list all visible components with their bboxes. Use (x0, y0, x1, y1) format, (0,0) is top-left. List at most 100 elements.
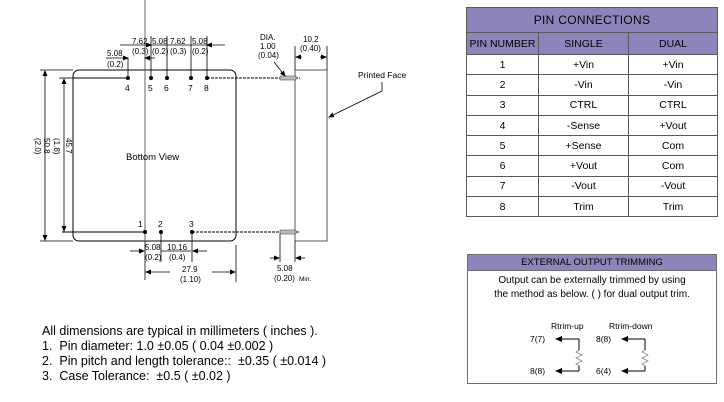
table-cell: -Vin (538, 74, 629, 96)
column-header: PIN NUMBER (466, 32, 539, 55)
view-label: Bottom View (126, 152, 179, 163)
table-cell: Trim (628, 196, 718, 218)
dia-label: DIA. (260, 33, 276, 42)
pin-1 (143, 230, 147, 234)
pin-connections-table: PIN CONNECTIONS PIN NUMBER SINGLE DUAL 1… (466, 7, 718, 218)
pin-length-in: (0.20) (274, 274, 295, 283)
pin-label: 2 (158, 219, 163, 229)
dim-in: (0.4) (169, 253, 186, 262)
table-cell: +Vout (538, 155, 629, 177)
pin-label: 3 (189, 219, 194, 229)
mechanical-drawing: 4 5 6 7 8 1 2 3 Bottom View 7.62 (0.3) 5… (33, 0, 406, 284)
table-cell: CTRL (538, 94, 629, 116)
column-header: DUAL (628, 32, 718, 55)
height-inner-mm: 45.7 (64, 138, 73, 154)
dim-in: (0.3) (170, 47, 187, 56)
pin-label: 4 (125, 83, 130, 93)
trimming-description: Output can be externally trimmed by usin… (468, 274, 716, 302)
table-cell: 4 (466, 114, 539, 137)
dim-mm: 5.08 (152, 37, 168, 46)
table-row: 7-Vout-Vout (466, 175, 718, 198)
table-cell: 1 (466, 53, 539, 76)
note-line: All dimensions are typical in millimeter… (42, 324, 318, 338)
table-row: 2-Vin-Vin (466, 74, 718, 96)
table-cell: 6 (466, 155, 539, 177)
dim-mm: 10.16 (167, 243, 188, 252)
table-row: 4-Sense+Vout (466, 114, 718, 137)
dia-in: (0.04) (258, 51, 279, 60)
trim-circuit-diagram: Rtrim-up 7(7) 8(8) Rtrim-down 8(8) 6(4) (530, 321, 653, 376)
table-cell: +Vin (628, 53, 718, 76)
table-cell: +Vout (628, 114, 718, 137)
external-trimming-panel: EXTERNAL OUTPUT TRIMMING Output can be e… (467, 254, 717, 384)
height-outer-mm: 50.8 (42, 138, 51, 154)
table-cell: -Vin (628, 74, 718, 96)
note-line: 1. Pin diameter: 1.0 ±0.05 ( 0.04 ±0.002… (42, 339, 274, 353)
dim-mm: 5.08 (107, 49, 123, 58)
height-inner-in: (1.8) (52, 138, 61, 155)
table-cell: Com (628, 135, 718, 157)
trimming-desc-line: Output can be externally trimmed by usin… (498, 275, 686, 286)
table-cell: 8 (466, 196, 539, 218)
dim-mm: 5.08 (192, 37, 208, 46)
module-outline (72, 69, 237, 242)
dim-in: (0.2) (107, 60, 124, 69)
table-cell: 2 (466, 74, 539, 96)
side-view-body (294, 69, 328, 242)
height-dimensions: (2.0) 50.8 (1.8) 45.7 (33, 69, 73, 242)
depth-mm: 10.2 (303, 35, 319, 44)
top-pins: 4 5 6 7 8 (125, 76, 209, 93)
table-cell: -Vout (628, 175, 718, 198)
dim-in: (0.2) (192, 47, 209, 56)
pin-label: 1 (138, 219, 143, 229)
rtrim-down-label: Rtrim-down (609, 321, 653, 331)
pin-length-suffix: Min. (299, 276, 311, 283)
bottom-dimensions: 5.08 (0.2) 10.16 (0.4) 27.9 (1.10) 5.08 … (130, 232, 311, 284)
height-outer-in: (2.0) (33, 138, 42, 155)
width-in: (1.10) (180, 275, 201, 284)
table-cell: +Vin (538, 53, 629, 76)
rtrim-up-wire (575, 339, 583, 371)
note-line: 3. Case Tolerance: ±0.5 ( ±0.02 ) (42, 369, 231, 383)
dim-in: (0.3) (132, 47, 149, 56)
table-cell: 5 (466, 135, 539, 157)
side-dimensions: DIA. 1.00 (0.04) 10.2 (0.40) Printed Fac… (258, 33, 406, 118)
pin-label: 6 (164, 83, 169, 93)
rtrim-up-label: Rtrim-up (551, 321, 584, 331)
dimension-notes: All dimensions are typical in millimeter… (42, 324, 326, 384)
dia-mm: 1.00 (260, 42, 276, 51)
depth-in: (0.40) (300, 44, 321, 53)
table-cell: +Sense (538, 135, 629, 157)
pin-label: 7 (188, 83, 193, 93)
table-title: PIN CONNECTIONS (466, 7, 718, 33)
printed-face-label: Printed Face (358, 70, 406, 80)
trimming-title: EXTERNAL OUTPUT TRIMMING (468, 255, 716, 271)
top-dimensions: 7.62 (0.3) 5.08 (0.2) 7.62 (0.3) 5.08 (0… (106, 36, 225, 78)
table-cell: -Vout (538, 175, 629, 198)
rtrim-down-top-pin: 8(8) (596, 334, 611, 344)
table-cell: Trim (538, 196, 629, 218)
table-cell: Com (628, 155, 718, 177)
dim-mm: 5.08 (145, 243, 161, 252)
trimming-desc-line: the method as below. ( ) for dual output… (494, 289, 690, 300)
dim-mm: 7.62 (170, 37, 186, 46)
pin-length-mm: 5.08 (277, 264, 293, 273)
table-row: 1+Vin+Vin (466, 53, 718, 76)
rtrim-up-bottom-pin: 8(8) (530, 366, 545, 376)
table-cell: -Sense (538, 114, 629, 137)
pin-label: 8 (204, 83, 209, 93)
dim-mm: 7.62 (132, 37, 148, 46)
dim-in: (0.2) (145, 253, 162, 262)
rtrim-up-top-pin: 7(7) (530, 334, 545, 344)
side-pin-bottom (279, 229, 297, 235)
table-cell: CTRL (628, 94, 718, 116)
rtrim-down-wire (641, 339, 649, 371)
table-cell: 3 (466, 94, 539, 116)
dim-in: (0.2) (152, 47, 169, 56)
column-header: SINGLE (538, 32, 629, 55)
rtrim-down-bottom-pin: 6(4) (596, 366, 611, 376)
